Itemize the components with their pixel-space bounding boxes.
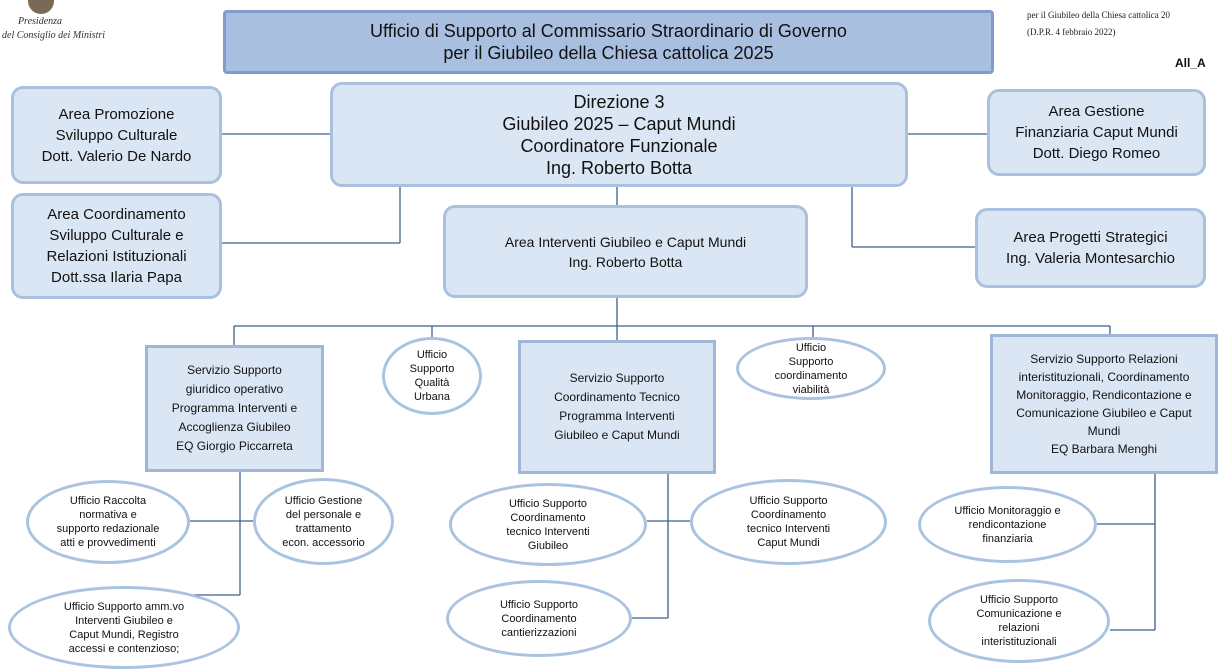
area-interventi-box: Area Interventi Giubileo e Caput Mundi I… (443, 205, 808, 298)
area-coordinamento-box: Area Coordinamento Sviluppo Culturale e … (11, 193, 222, 299)
ufficio-comunicazione-label: Ufficio Supporto Comunicazione e relazio… (976, 594, 1062, 648)
logo: Presidenza del Consiglio dei Ministri (0, 0, 160, 48)
note-line-1: per il Giubileo della Chiesa cattolica 2… (1027, 10, 1170, 20)
emblem-icon (28, 0, 54, 14)
ufficio-amm-label: Ufficio Supporto amm.vo Interventi Giubi… (63, 600, 185, 655)
area-gestione-box: Area Gestione Finanziaria Caput Mundi Do… (987, 89, 1206, 176)
area-promozione-box: Area Promozione Sviluppo Culturale Dott.… (11, 86, 222, 184)
ufficio-qualita-ellipse: Ufficio Supporto Qualità Urbana (382, 337, 482, 415)
ufficio-monitoraggio-ellipse: Ufficio Monitoraggio e rendicontazione f… (918, 486, 1097, 563)
ufficio-gestione-personale-ellipse: Ufficio Gestione del personale e trattam… (253, 478, 394, 565)
area-gestione-label: Area Gestione Finanziaria Caput Mundi Do… (1015, 103, 1178, 162)
area-promozione-label: Area Promozione Sviluppo Culturale Dott.… (41, 105, 192, 165)
area-interventi-label: Area Interventi Giubileo e Caput Mundi I… (504, 233, 747, 270)
ufficio-monitoraggio-label: Ufficio Monitoraggio e rendicontazione f… (954, 504, 1061, 545)
area-progetti-label: Area Progetti Strategici Ing. Valeria Mo… (1006, 229, 1175, 267)
ufficio-comunicazione-ellipse: Ufficio Supporto Comunicazione e relazio… (928, 579, 1110, 663)
area-coordinamento-label: Area Coordinamento Sviluppo Culturale e … (46, 206, 187, 286)
servizio-relazioni-label: Servizio Supporto Relazioni interistituz… (1016, 352, 1192, 456)
direzione-label: Direzione 3 Giubileo 2025 – Caput Mundi … (502, 91, 736, 178)
ufficio-cantierizzazioni-label: Ufficio Supporto Coordinamento cantieriz… (499, 598, 579, 639)
ufficio-tec-caput-label: Ufficio Supporto Coordinamento tecnico I… (746, 495, 831, 549)
ufficio-viabilita-ellipse: Ufficio Supporto coordinamento viabilità (736, 337, 886, 400)
ufficio-raccolta-label: Ufficio Raccolta normativa e supporto re… (56, 495, 160, 549)
ufficio-viabilita-label: Ufficio Supporto coordinamento viabilità (774, 341, 848, 396)
ufficio-raccolta-ellipse: Ufficio Raccolta normativa e supporto re… (26, 480, 190, 564)
servizio-giuridico-label: Servizio Supporto giuridico operativo Pr… (171, 363, 298, 453)
header-box: Ufficio di Supporto al Commissario Strao… (223, 10, 994, 74)
area-progetti-box: Area Progetti Strategici Ing. Valeria Mo… (975, 208, 1206, 288)
ufficio-gestione-personale-label: Ufficio Gestione del personale e trattam… (282, 494, 365, 549)
direzione-box: Direzione 3 Giubileo 2025 – Caput Mundi … (330, 82, 908, 187)
header-title: Ufficio di Supporto al Commissario Strao… (370, 21, 847, 63)
ufficio-tec-giubileo-ellipse: Ufficio Supporto Coordinamento tecnico I… (449, 483, 647, 566)
servizio-tecnico-label: Servizio Supporto Coordinamento Tecnico … (554, 371, 680, 442)
servizio-tecnico-box: Servizio Supporto Coordinamento Tecnico … (518, 340, 716, 474)
logo-line-1: Presidenza (17, 16, 63, 27)
servizio-giuridico-box: Servizio Supporto giuridico operativo Pr… (145, 345, 324, 472)
logo-line-2: del Consiglio dei Ministri (2, 30, 106, 41)
ufficio-tec-giubileo-label: Ufficio Supporto Coordinamento tecnico I… (506, 497, 590, 552)
ufficio-qualita-label: Ufficio Supporto Qualità Urbana (409, 349, 455, 403)
servizio-relazioni-box: Servizio Supporto Relazioni interistituz… (990, 334, 1218, 474)
ufficio-amm-ellipse: Ufficio Supporto amm.vo Interventi Giubi… (8, 586, 240, 669)
ufficio-tec-caput-ellipse: Ufficio Supporto Coordinamento tecnico I… (690, 479, 887, 565)
note-line-2: (D.P.R. 4 febbraio 2022) (1027, 27, 1116, 37)
annex-tag: All_A (1175, 56, 1206, 70)
ufficio-cantierizzazioni-ellipse: Ufficio Supporto Coordinamento cantieriz… (446, 580, 632, 657)
